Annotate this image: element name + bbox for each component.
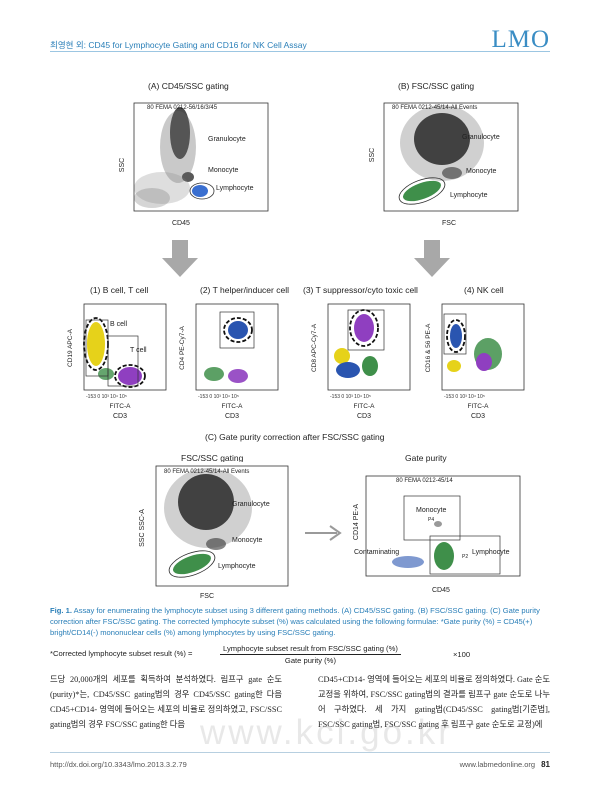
panel-c-right-gate-p4: P4 bbox=[428, 517, 434, 523]
caption-text: Assay for enumerating the lymphocyte sub… bbox=[50, 606, 540, 637]
panel-c-right-plot: 80 FEMA 0212-45/14 Monocyte P4 Contamina… bbox=[350, 466, 526, 600]
subset-3-x-marker: CD3 bbox=[357, 413, 371, 420]
panel-a-y-axis: SSC bbox=[119, 158, 126, 172]
formula-numerator: Lymphocyte subset result from FSC/SSC ga… bbox=[220, 644, 401, 655]
subset-2-y-axis: CD4 PE-Cy7-A bbox=[179, 325, 186, 369]
formula-denominator: Gate purity (%) bbox=[284, 656, 336, 665]
page-number: 81 bbox=[541, 760, 550, 769]
panel-a-gate-monocyte: Monocyte bbox=[208, 167, 238, 174]
panel-a-x-axis: CD45 bbox=[172, 220, 190, 227]
svg-text:-153 0 10³ 10⁴ 10⁵: -153 0 10³ 10⁴ 10⁵ bbox=[330, 394, 371, 400]
subset-4-plot: -153 0 10³ 10⁴ 10⁵ CD16 & 56 PE-A FITC-A… bbox=[420, 296, 528, 422]
panel-c-right-file-label: 80 FEMA 0212-45/14 bbox=[396, 478, 453, 484]
subset-1-gate-t-cell: T cell bbox=[130, 347, 147, 354]
svg-text:-153 0 10³ 10⁴ 10⁵: -153 0 10³ 10⁴ 10⁵ bbox=[444, 394, 485, 400]
subset-2-x-axis: FITC-A bbox=[222, 403, 244, 410]
down-arrow-icon bbox=[162, 240, 198, 277]
panel-b-title: (B) FSC/SSC gating bbox=[398, 81, 475, 91]
panel-a-gate-granulocyte: Granulocyte bbox=[208, 136, 246, 143]
panel-b-y-axis: SSC bbox=[369, 148, 376, 162]
panel-c-right-y-axis: CD14 PE-A bbox=[353, 504, 360, 541]
down-arrow-icon bbox=[414, 240, 450, 277]
panel-b-x-axis: FSC bbox=[442, 220, 456, 227]
subset-4-x-marker: CD3 bbox=[471, 413, 485, 420]
panel-a-title: (A) CD45/SSC gating bbox=[148, 81, 229, 91]
svg-text:-153 0 10³ 10⁴ 10⁵: -153 0 10³ 10⁴ 10⁵ bbox=[198, 394, 239, 400]
subset-1-title: (1) B cell, T cell bbox=[90, 285, 149, 295]
panel-b-file-label: 80 FEMA 0212-45/14-All Events bbox=[392, 105, 477, 111]
running-title: 최영현 외: CD45 for Lymphocyte Gating and CD… bbox=[50, 40, 307, 50]
panel-c-right-gate-monocyte: Monocyte bbox=[416, 507, 446, 514]
subset-3-x-axis: FITC-A bbox=[354, 403, 376, 410]
panel-c-title: (C) Gate purity correction after FSC/SSC… bbox=[205, 432, 385, 442]
subset-1-x-marker: CD3 bbox=[113, 413, 127, 420]
panel-c-left-gate-monocyte: Monocyte bbox=[232, 537, 262, 544]
body-text-left: 드당 20,000개의 세포를 획득하여 분석하였다. 림프구 gate 순도(… bbox=[50, 675, 282, 729]
panel-c-left-y-axis: SSC SSC-A bbox=[139, 509, 146, 547]
figure-caption: Fig. 1. Assay for enumerating the lympho… bbox=[50, 605, 550, 638]
subset-3-title: (3) T suppressor/cyto toxic cell bbox=[303, 285, 418, 295]
subset-3-y-axis: CD8 APC-Cy7-A bbox=[311, 323, 318, 372]
panel-c-right-gate-contaminating: Contaminating bbox=[354, 549, 399, 556]
panel-c-left-x-axis: FSC bbox=[200, 593, 214, 600]
subset-4-title: (4) NK cell bbox=[464, 285, 504, 295]
panel-c-right-gate-lymphocyte: Lymphocyte bbox=[472, 549, 510, 556]
panel-b-plot: 80 FEMA 0212-45/14-All Events Granulocyt… bbox=[362, 93, 524, 231]
panel-a-gate-lymphocyte: Lymphocyte bbox=[216, 185, 254, 192]
panel-a-file-label: 80 FEMA 0212-56/16/3/45 bbox=[147, 105, 218, 111]
footer-site-link[interactable]: www.labmedonline.org bbox=[459, 760, 536, 769]
panel-c-left-gate-lymphocyte: Lymphocyte bbox=[218, 563, 256, 570]
panel-a-plot: 80 FEMA 0212-56/16/3/45 Granulocyte Mono… bbox=[112, 93, 274, 231]
subset-1-plot: B cell T cell -153 0 10³ 10⁴ 10⁵ CD19 AP… bbox=[62, 296, 170, 422]
subset-2-plot: -153 0 10³ 10⁴ 10⁵ CD4 PE-Cy7-A FITC-A C… bbox=[174, 296, 282, 422]
panel-c-left-title: FSC/SSC gating bbox=[181, 453, 244, 463]
subset-1-x-axis: FITC-A bbox=[110, 403, 132, 410]
subset-3-plot: -153 0 10³ 10⁴ 10⁵ CD8 APC-Cy7-A FITC-A … bbox=[306, 296, 414, 422]
journal-logo: LMO bbox=[491, 26, 550, 53]
panel-c-right-x-axis: CD45 bbox=[432, 587, 450, 594]
footer-rule bbox=[50, 752, 550, 753]
panel-c-right-gate-p2: P2 bbox=[462, 554, 468, 560]
panel-c-left-file-label: 80 FEMA 0212-45/14-All Events bbox=[164, 469, 249, 475]
footer-doi[interactable]: http://dx.doi.org/10.3343/lmo.2013.3.2.7… bbox=[50, 760, 187, 769]
subset-1-y-axis: CD19 APC-A bbox=[67, 328, 74, 367]
subset-2-title: (2) T helper/inducer cell bbox=[200, 285, 289, 295]
panel-c-right-title: Gate purity bbox=[405, 453, 447, 463]
subset-4-y-axis: CD16 & 56 PE-A bbox=[425, 323, 432, 372]
panel-b-gate-monocyte: Monocyte bbox=[466, 168, 496, 175]
subset-1-gate-b-cell: B cell bbox=[110, 321, 128, 328]
footer-site: www.labmedonline.org 81 bbox=[460, 760, 550, 769]
panel-b-gate-lymphocyte: Lymphocyte bbox=[450, 192, 488, 199]
caption-label: Fig. 1. bbox=[50, 606, 72, 615]
subset-2-x-marker: CD3 bbox=[225, 413, 239, 420]
header-rule bbox=[50, 51, 550, 52]
svg-text:-153 0 10³ 10⁴ 10⁵: -153 0 10³ 10⁴ 10⁵ bbox=[86, 394, 127, 400]
watermark: www.kci.go.kr bbox=[200, 713, 453, 752]
panel-c-left-gate-granulocyte: Granulocyte bbox=[232, 501, 270, 508]
formula-lhs: *Corrected lymphocyte subset result (%) … bbox=[50, 649, 193, 658]
panel-b-gate-granulocyte: Granulocyte bbox=[462, 134, 500, 141]
formula-multiplier: ×100 bbox=[453, 650, 471, 659]
panel-c-left-plot: 80 FEMA 0212-45/14-All Events Granulocyt… bbox=[134, 462, 294, 604]
right-arrow-icon bbox=[305, 525, 342, 541]
subset-4-x-axis: FITC-A bbox=[468, 403, 490, 410]
body-text-right: CD45+CD14- 영역에 들어오는 세포의 비율로 정의하였다. Gate … bbox=[318, 675, 551, 729]
